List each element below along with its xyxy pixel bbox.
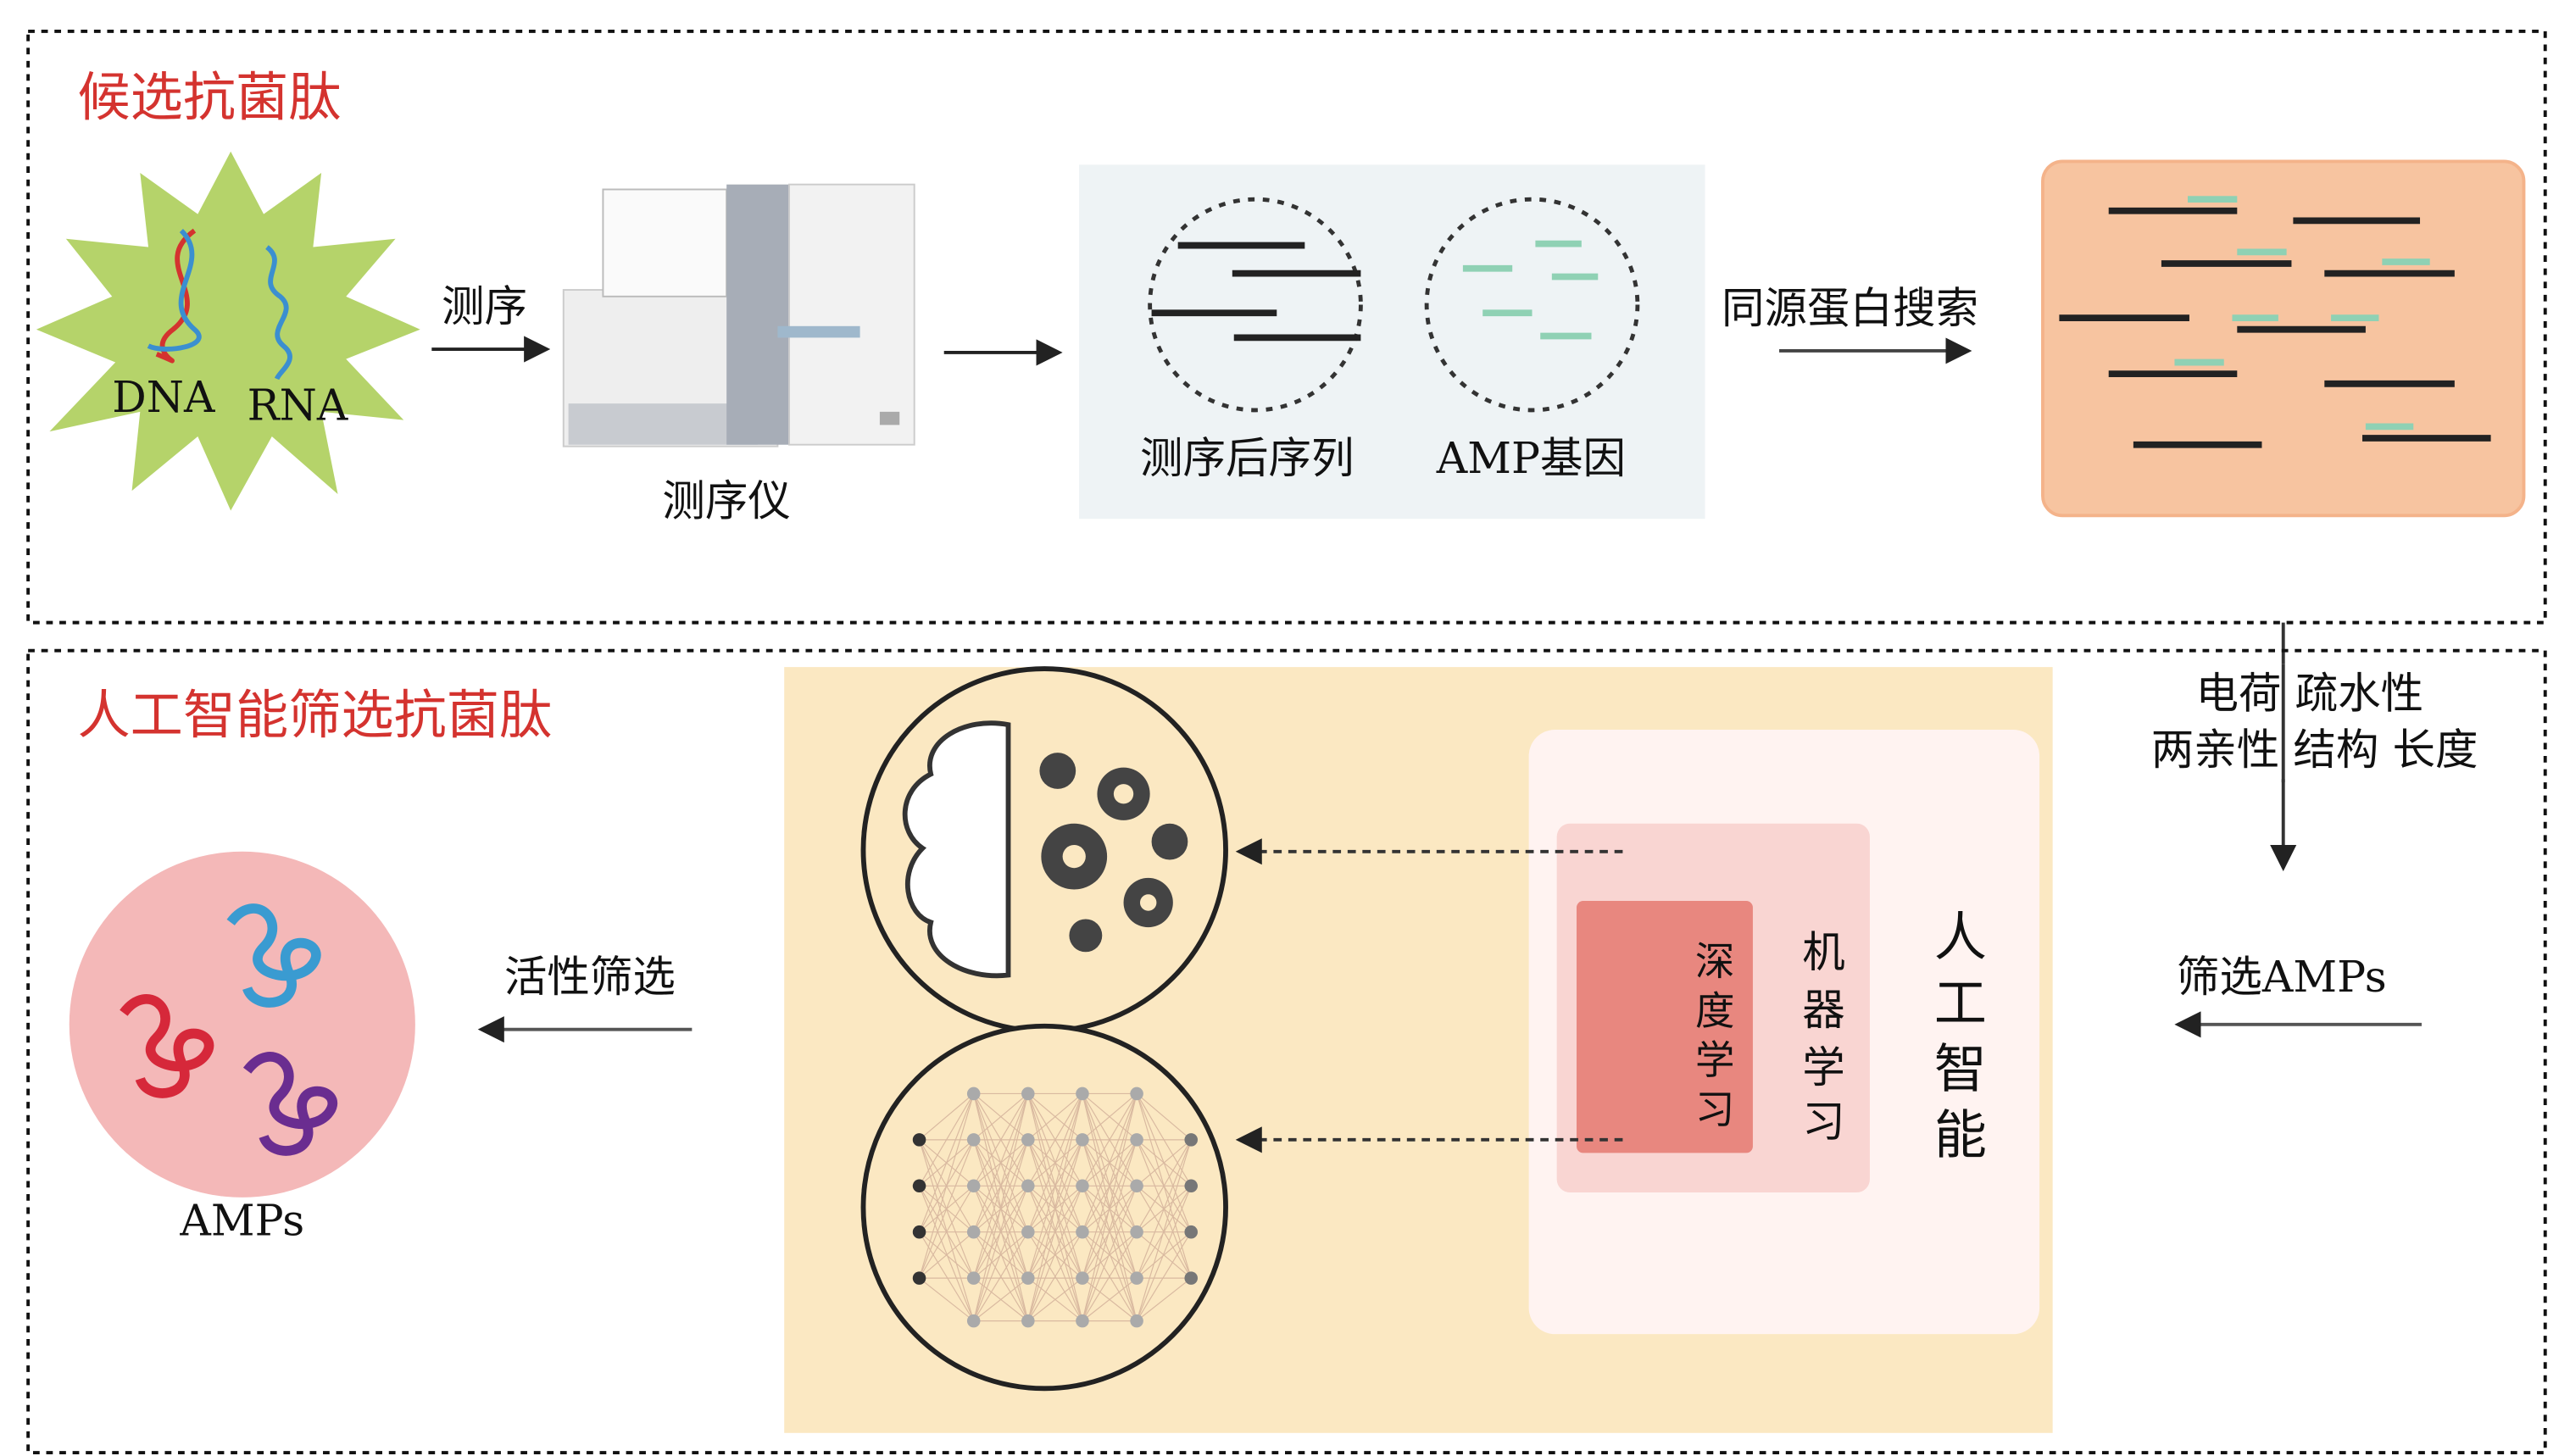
amps-peptides-icon: [69, 851, 415, 1198]
network-node: [966, 1133, 981, 1147]
svg-text:度: 度: [1695, 988, 1735, 1034]
network-node: [1130, 1086, 1143, 1101]
network-node: [1021, 1314, 1035, 1328]
svg-text:人: 人: [1934, 906, 1987, 968]
sequenced-reads-icon: [1148, 197, 1363, 413]
svg-text:器: 器: [1802, 985, 1845, 1035]
ml-label: 机 器 学 习: [1802, 927, 1845, 1147]
sequenced-label: 测序后序列: [1140, 433, 1355, 483]
top-section-title: 候选抗菌肽: [77, 66, 341, 128]
svg-text:深: 深: [1695, 939, 1735, 985]
dna-rna-starburst-icon: DNA RNA: [36, 151, 420, 511]
network-node: [1076, 1225, 1089, 1239]
network-node: [1184, 1133, 1198, 1147]
network-node: [1184, 1271, 1198, 1285]
amp-genes-icon: [1424, 197, 1640, 413]
network-node: [912, 1225, 926, 1239]
amp-gene-label: AMP基因: [1436, 433, 1626, 483]
network-node: [966, 1179, 981, 1193]
svg-text:习: 习: [1695, 1086, 1735, 1132]
ai-label: 人 工 智 能: [1934, 906, 1987, 1165]
neural-network-icon: [860, 1023, 1228, 1392]
network-node: [1021, 1225, 1035, 1239]
network-node: [1021, 1133, 1035, 1147]
top-section-frame: [26, 29, 2547, 625]
network-node: [912, 1271, 926, 1285]
network-node: [1130, 1133, 1143, 1147]
svg-text:机: 机: [1802, 927, 1845, 977]
network-node: [1076, 1179, 1089, 1193]
network-node: [1021, 1086, 1035, 1101]
network-node: [1076, 1133, 1089, 1147]
dna-label: DNA: [112, 372, 215, 422]
network-node: [1184, 1225, 1198, 1239]
network-node: [1076, 1271, 1089, 1285]
network-node: [966, 1225, 981, 1239]
svg-text:智: 智: [1934, 1038, 1987, 1100]
homology-search-label: 同源蛋白搜索: [1722, 283, 1978, 333]
network-node: [1130, 1225, 1143, 1239]
sequencer-label: 测序仪: [662, 475, 791, 525]
screen-amps-label: 筛选AMPs: [2177, 952, 2387, 1002]
sequences-panel: [1079, 164, 1705, 520]
activity-screening-label: 活性筛选: [504, 952, 676, 1002]
network-node: [1076, 1086, 1089, 1101]
sequencing-label: 测序: [442, 281, 527, 331]
network-node: [912, 1179, 926, 1193]
features-line2: 两亲性 结构 长度: [2151, 725, 2478, 775]
network-node: [1184, 1179, 1198, 1193]
network-node: [1021, 1271, 1035, 1285]
network-node: [966, 1271, 981, 1285]
svg-text:学: 学: [1695, 1037, 1735, 1083]
sequencer-icon: [562, 183, 915, 447]
dna-helix-icon: [155, 228, 197, 364]
dl-label: 深 度 学 习: [1695, 939, 1735, 1133]
bottom-section-title: 人工智能筛选抗菌肽: [77, 684, 552, 746]
bottom-section-frame: [26, 648, 2547, 1455]
network-node: [912, 1133, 926, 1147]
svg-text:能: 能: [1934, 1103, 1987, 1165]
features-line1: 电荷 疏水性: [2195, 669, 2423, 719]
rna-strand-icon: [264, 245, 292, 381]
homology-results-panel: [2041, 159, 2526, 518]
network-node: [1076, 1314, 1089, 1328]
dl-box: [1576, 901, 1753, 1153]
network-node: [1130, 1179, 1143, 1193]
network-node: [966, 1314, 981, 1328]
rna-label: RNA: [248, 381, 348, 431]
network-node: [1130, 1271, 1143, 1285]
brain-gears-icon: [860, 666, 1228, 1034]
amps-label: AMPs: [179, 1196, 304, 1246]
svg-text:工: 工: [1934, 972, 1987, 1034]
network-node: [966, 1086, 981, 1101]
svg-text:学: 学: [1802, 1042, 1845, 1092]
network-node: [1021, 1179, 1035, 1193]
network-node: [1130, 1314, 1143, 1328]
svg-text:习: 习: [1802, 1097, 1845, 1147]
